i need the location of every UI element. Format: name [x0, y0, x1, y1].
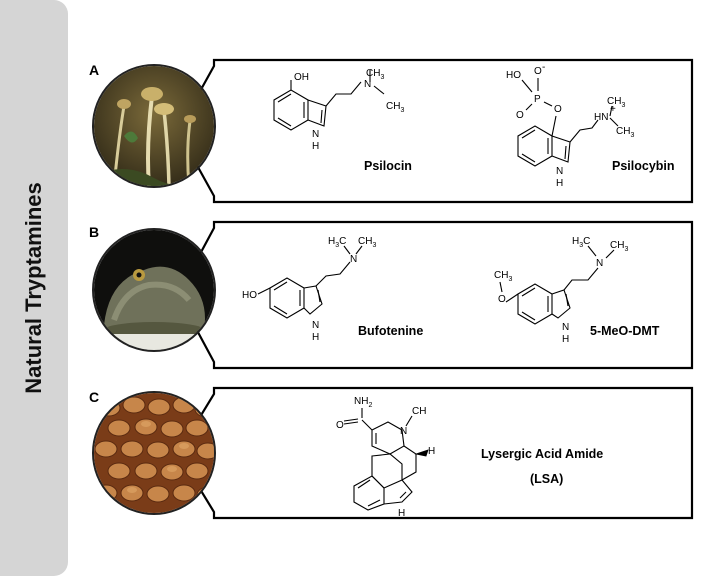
svg-text:N: N — [312, 320, 319, 331]
5-meo-dmt-structure: H3C CH3 N CH3 O N H — [494, 236, 628, 345]
lsa-structure: NH2 O N CH H H — [336, 396, 435, 516]
svg-text:N: N — [400, 426, 407, 437]
bufotenine-structure: H3C CH3 N HO N H — [242, 236, 376, 343]
svg-text:CH3: CH3 — [494, 270, 512, 283]
svg-text:H3C: H3C — [572, 236, 590, 249]
svg-text:N: N — [364, 79, 371, 90]
compound-name-bufotenine: Bufotenine — [358, 324, 424, 338]
svg-text:O: O — [498, 294, 506, 305]
svg-text:-: - — [542, 64, 545, 73]
svg-text:+: + — [610, 104, 616, 115]
svg-text:CH3: CH3 — [607, 96, 625, 109]
toad-photo — [92, 228, 216, 352]
svg-text:O: O — [554, 104, 562, 115]
svg-text:CH3: CH3 — [358, 236, 376, 249]
svg-text:O: O — [336, 420, 344, 431]
panel-letter-c: C — [89, 389, 100, 405]
mushroom-photo — [92, 64, 216, 188]
svg-text:H3C: H3C — [328, 236, 346, 249]
compound-abbrev-lsa: (LSA) — [530, 472, 564, 486]
svg-text:OH: OH — [294, 72, 309, 83]
svg-text:N: N — [350, 254, 357, 265]
svg-text:H: H — [562, 334, 569, 345]
compound-name-lsa: Lysergic Acid Amide — [481, 447, 604, 461]
psilocin-methyls: CH3 CH3 — [366, 68, 404, 114]
svg-text:H: H — [556, 178, 563, 189]
svg-text:P: P — [534, 94, 541, 105]
svg-text:O: O — [516, 110, 524, 121]
svg-text:CH3: CH3 — [610, 240, 628, 253]
svg-text:H: H — [312, 141, 319, 152]
seeds-photo — [92, 391, 216, 515]
svg-text:CH3: CH3 — [616, 126, 634, 139]
svg-text:N: N — [556, 166, 563, 177]
svg-text:N: N — [596, 258, 603, 269]
svg-text:CH3: CH3 — [386, 101, 404, 114]
panel-letter-a: A — [89, 62, 100, 78]
svg-text:N: N — [312, 129, 319, 140]
svg-text:H: H — [398, 508, 405, 516]
psilocin-structure: OH N N H — [273, 70, 385, 152]
sidebar: Natural Tryptamines — [0, 0, 68, 576]
compound-name-psilocin: Psilocin — [364, 159, 412, 173]
panel-letter-b: B — [89, 224, 100, 240]
psilocybin-structure: HO P O - O O N H HN + CH3 CH3 — [506, 64, 634, 189]
svg-text:CH3: CH3 — [366, 68, 384, 81]
svg-text:HN: HN — [594, 112, 608, 123]
svg-text:H: H — [312, 332, 319, 343]
svg-text:HO: HO — [242, 290, 257, 301]
callout-frame-b — [176, 220, 694, 370]
svg-text:H: H — [428, 446, 435, 457]
compound-name-5-meo-dmt: 5-MeO-DMT — [590, 324, 660, 338]
svg-text:HO: HO — [506, 70, 521, 81]
svg-text:N: N — [562, 322, 569, 333]
svg-text:O: O — [534, 66, 542, 77]
compound-name-psilocybin: Psilocybin — [612, 159, 675, 173]
callout-frame-a — [176, 58, 694, 204]
callout-frame-c — [176, 386, 694, 520]
svg-text:CH: CH — [412, 406, 426, 417]
svg-text:NH2: NH2 — [354, 396, 372, 409]
